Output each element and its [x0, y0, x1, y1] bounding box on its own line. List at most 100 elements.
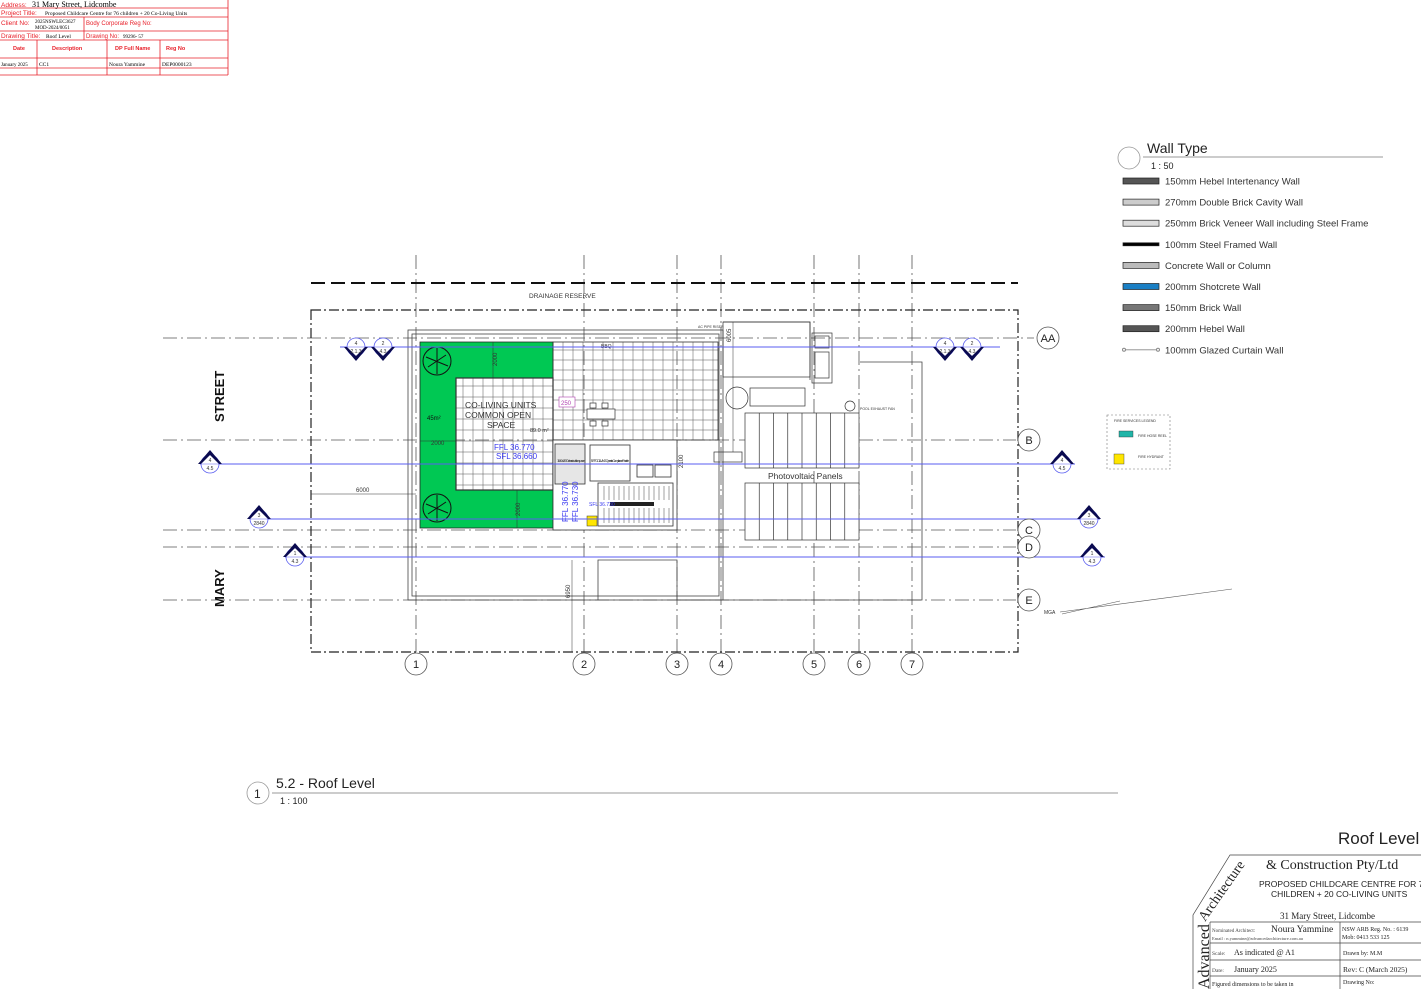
grid-bubble-col: 3	[665, 652, 689, 676]
grid-bubble-col: 6	[847, 652, 871, 676]
section-marker-number: 4	[1061, 458, 1064, 464]
revision: Rev: C (March 2025)	[1343, 965, 1408, 974]
date-value: January 2025	[1234, 965, 1277, 974]
architect-email: Email : n.yammine@advancedarchitecture.c…	[1212, 936, 1304, 941]
wall-legend-item: 100mm Steel Framed Wall	[1122, 240, 1277, 251]
architect-label: Nominated Architect:	[1212, 929, 1255, 934]
grid-row-label: AA	[1041, 333, 1056, 345]
section-marker-number: 1	[294, 551, 297, 557]
section-arrow-icon	[1050, 450, 1074, 464]
wall-swatch	[1122, 177, 1160, 185]
section-marker[interactable]: 14.3	[283, 543, 307, 567]
section-arrow-icon	[371, 347, 395, 361]
view-number: 1	[254, 787, 261, 801]
wall-swatch	[1122, 262, 1160, 269]
dim-2000-bottom: 2000	[516, 502, 522, 516]
cos-label-line3: SPACE	[487, 420, 516, 430]
grid-bubble-row: E	[1017, 588, 1041, 612]
grid-bubble-col: 2	[572, 652, 596, 676]
drawing-no-label-tb: Drawing No:	[1343, 980, 1375, 986]
legend-view-bubble	[1117, 146, 1141, 170]
grid-col-label: 7	[909, 659, 915, 671]
section-marker[interactable]: 44.5	[1050, 450, 1074, 474]
dim-6005: 6005	[727, 328, 733, 342]
wall-legend-label: 250mm Brick Veneer Wall including Steel …	[1165, 219, 1368, 230]
section-marker[interactable]: 44.5	[198, 450, 222, 474]
col-description: Description	[52, 46, 83, 52]
row-description: CC1	[39, 62, 49, 68]
project-label: Project Title:	[1, 10, 37, 17]
project-value: Proposed Childcare Centre for 76 childre…	[45, 10, 187, 17]
section-marker-sheet: 4.3	[292, 559, 299, 565]
wall-legend-label: Concrete Wall or Column	[1165, 261, 1271, 272]
section-marker[interactable]: 24.3	[960, 337, 984, 361]
wall-legend-item: 200mm Shotcrete Wall	[1122, 282, 1261, 293]
fire-hydrant-label: FIRE HYDRANT	[1138, 455, 1165, 459]
wall-legend-item: 150mm Brick Wall	[1122, 303, 1241, 314]
grid-bubble-row: C	[1017, 518, 1041, 542]
wall-legend-item: 270mm Double Brick Cavity Wall	[1122, 198, 1303, 209]
grid-col-label: 5	[811, 659, 817, 671]
wall-legend-scale: 1 : 50	[1151, 161, 1174, 171]
tree-icon	[422, 493, 452, 523]
section-marker-sheet: 2840	[1083, 521, 1094, 527]
compliance-label: "LIFT" CO-LIVING Operator Compliance Pro…	[591, 458, 630, 463]
drawing-no-label: Drawing No:	[86, 34, 119, 40]
fire-hydrant-legend-icon	[1113, 453, 1125, 465]
section-marker[interactable]: 4 2.1.3	[344, 337, 368, 361]
section-marker[interactable]: 14.3	[1080, 543, 1104, 567]
project-line2: CHILDREN + 20 CO-LIVING UNITS	[1271, 889, 1408, 899]
grid-col-label: 2	[581, 659, 587, 671]
roof-equipment	[713, 321, 856, 463]
section-marker-number: 4	[355, 341, 358, 347]
col-reg-no: Reg No	[166, 46, 186, 52]
section-marker[interactable]: 4 2.1.3	[933, 337, 957, 361]
stair-treads	[603, 486, 670, 523]
sheet-title: Roof Level	[1338, 829, 1419, 848]
site-boundary	[310, 309, 1019, 653]
ffl-level-3: FFL 36.730	[571, 481, 580, 522]
date-label: Date:	[1212, 968, 1224, 974]
ffl-level-1: FFL 36.770	[494, 443, 535, 452]
wall-swatch	[1122, 283, 1160, 290]
stair-core	[552, 439, 678, 531]
paving-grid	[455, 341, 719, 491]
address-label: Address:	[1, 2, 27, 9]
wall-swatch	[1122, 242, 1160, 247]
section-marker[interactable]: 24.3	[371, 337, 395, 361]
title-block	[1192, 854, 1421, 989]
drawn-by: Drawn by: M.M	[1343, 951, 1383, 957]
grid-col-label: 1	[413, 659, 419, 671]
row-dp-name: Noura Yammine	[109, 62, 146, 68]
body-corp-label: Body Corporate Reg No:	[86, 21, 152, 27]
wall-legend-item: 150mm Hebel Intertenancy Wall	[1122, 177, 1300, 188]
fire-hose-reel-icon	[1118, 430, 1134, 438]
north-arrow-line	[1059, 588, 1233, 615]
section-marker-sheet: 2840	[253, 521, 264, 527]
section-arrow-icon	[344, 347, 368, 361]
dimension-lines	[311, 322, 734, 652]
wall-legend-label: 270mm Double Brick Cavity Wall	[1165, 198, 1303, 209]
header-table	[0, 0, 229, 76]
section-marker-sheet: 2.1.3	[350, 349, 361, 355]
col-dp-full-name: DP Full Name	[115, 46, 150, 52]
section-marker-number: 1	[1091, 551, 1094, 557]
section-marker-number: 4	[944, 341, 947, 347]
section-marker-sheet: 4.3	[1089, 559, 1096, 565]
sfl-level-1: SFL 36.660	[496, 452, 538, 461]
section-marker-sheet: 2.1.3	[939, 349, 950, 355]
section-marker-sheet: 4.3	[969, 349, 976, 355]
ac-pipe-label: AC PIPE RISER	[698, 325, 724, 329]
fire-hydrant-icon	[586, 515, 598, 527]
mobile: Mob: 0413 533 125	[1342, 935, 1390, 941]
section-arrow-icon	[283, 543, 307, 557]
section-marker-number: 4	[209, 458, 212, 464]
grid-bubble-row: D	[1017, 535, 1041, 559]
grid-bubble-col: 5	[802, 652, 826, 676]
drawing-title-label: Drawing Title:	[1, 33, 41, 40]
dim-6000: 6000	[356, 488, 370, 494]
company-name-3: & Construction Pty/Ltd	[1266, 858, 1398, 873]
